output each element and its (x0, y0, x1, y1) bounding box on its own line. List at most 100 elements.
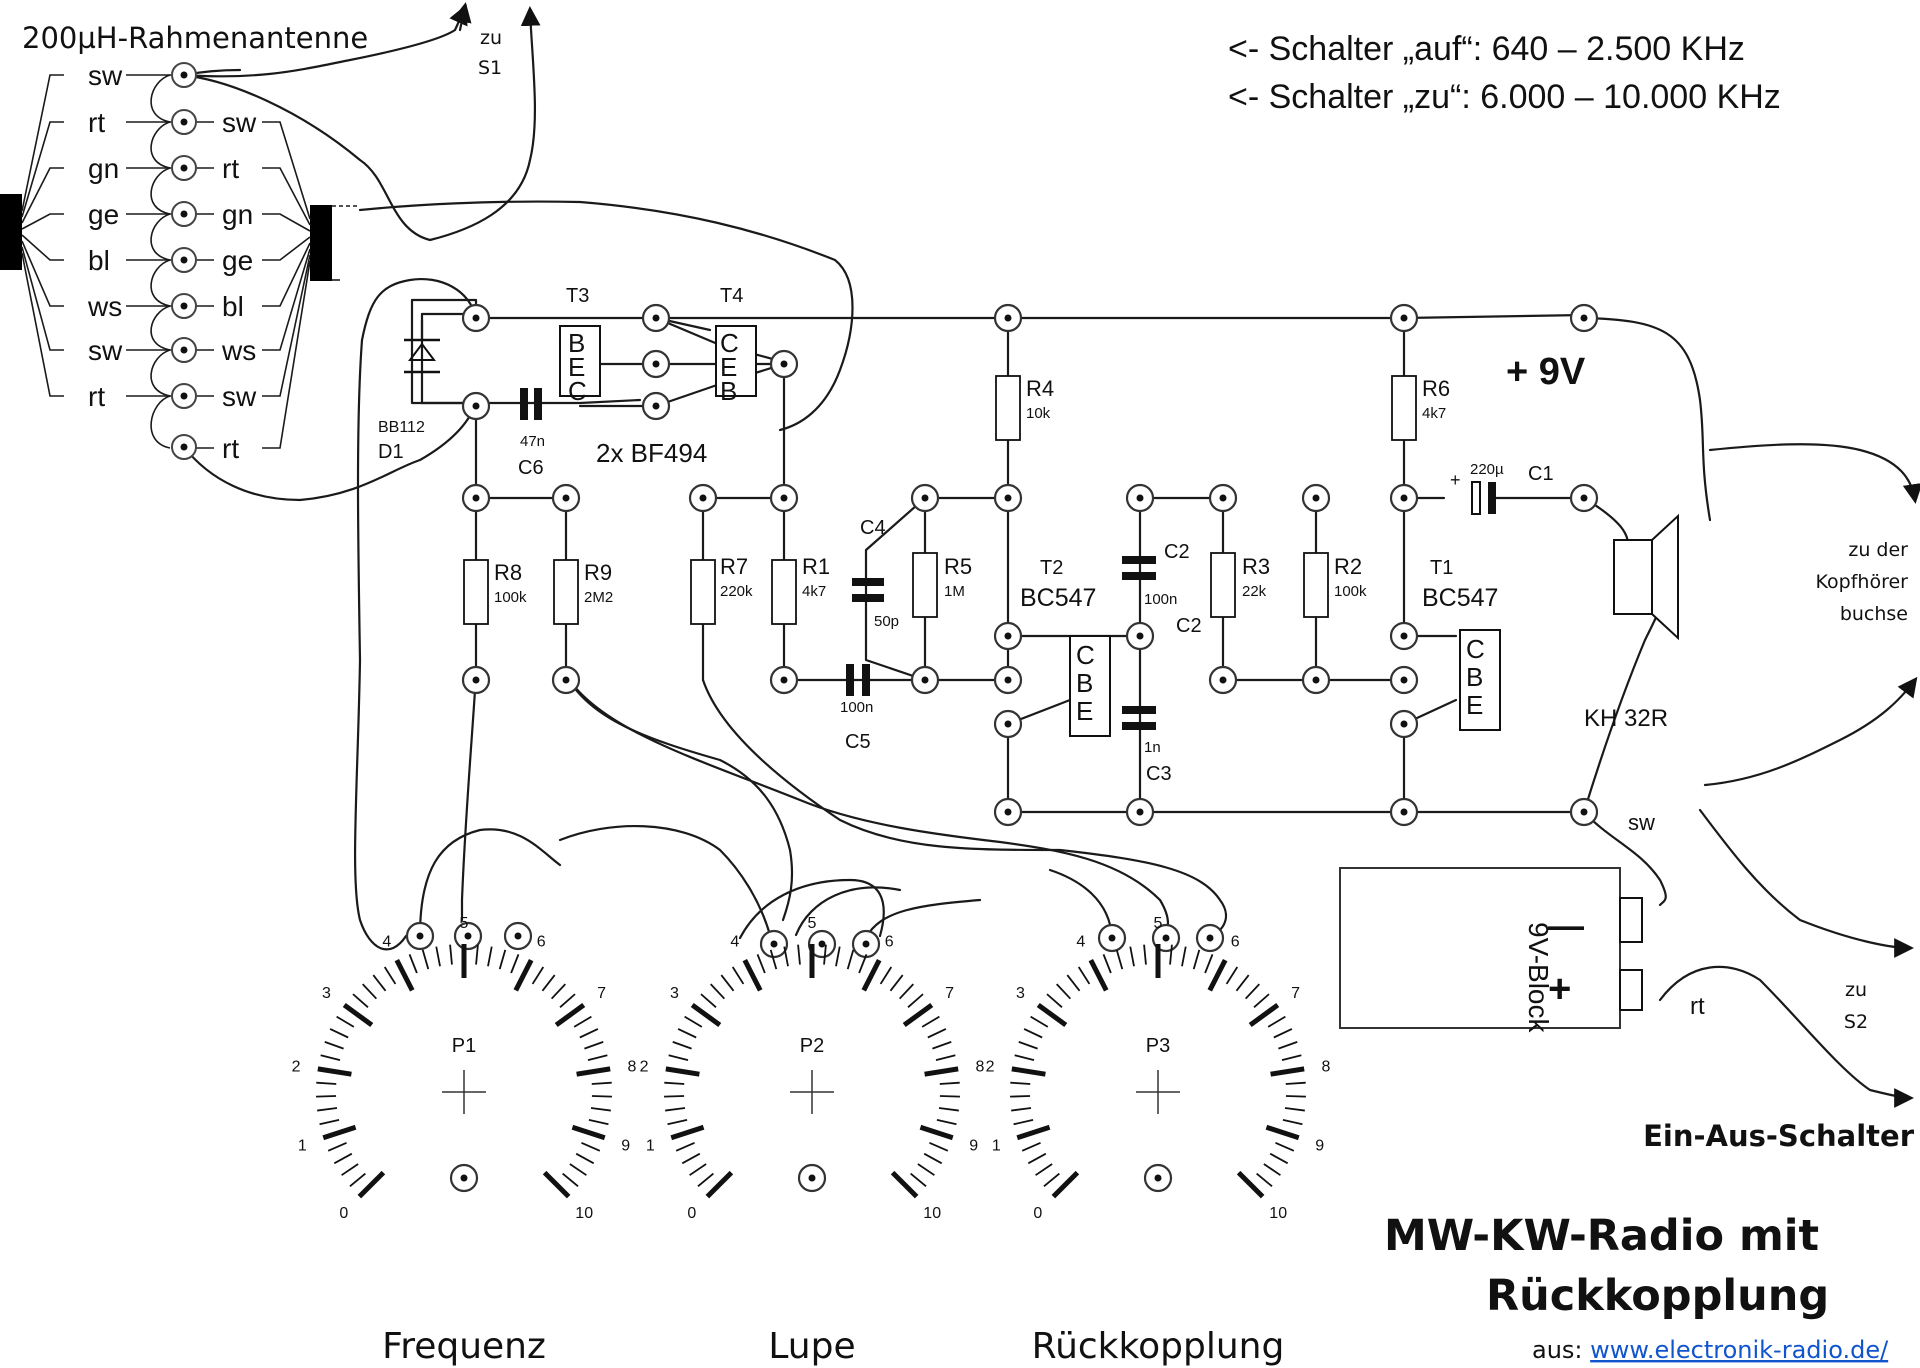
dial-major-tick (890, 1170, 919, 1199)
dial-major-tick (394, 958, 415, 992)
d1-type-label: BB112 (378, 419, 425, 436)
c6-value: 47n (520, 433, 545, 450)
dial-minor-tick (907, 993, 924, 1009)
c1-label: C1 (1528, 463, 1554, 485)
solder-pad (1389, 709, 1419, 739)
dial-wiper-dot (1154, 1174, 1162, 1182)
resistor-r2-value: 100k (1334, 583, 1367, 600)
c2-label: C2 (1164, 541, 1190, 563)
dial-minor-tick (769, 949, 778, 970)
t3-pin-0: B (568, 328, 585, 358)
capacitor-c4 (852, 578, 884, 602)
solder-pad (461, 303, 491, 333)
dial-minor-tick (1169, 944, 1173, 965)
resistor-r1-body (771, 559, 797, 625)
resistor-r3-value: 22k (1242, 583, 1267, 600)
solder-pad (993, 303, 1023, 333)
solder-pad (688, 483, 718, 513)
dial-major-tick (542, 1170, 571, 1199)
dial-minor-tick (939, 1095, 960, 1098)
potentiometer-dials: 012345678910P1Frequenz012345678910P2Lupe… (292, 915, 1331, 1367)
dial-major-tick (1236, 1170, 1265, 1199)
antenna-pad (171, 247, 197, 273)
dial-minor-tick (1267, 1015, 1286, 1028)
dial-minor-tick (1027, 1152, 1047, 1165)
t1-label: T1 (1430, 557, 1453, 579)
antenna-left-label-3: ge (88, 199, 119, 230)
dial-scale-3: 3 (1016, 985, 1025, 1002)
dial-minor-tick (797, 944, 801, 965)
transistor-t1-body (1459, 629, 1501, 731)
dial-minor-tick (665, 1107, 686, 1112)
dial-minor-tick (681, 1152, 701, 1165)
dial-scale-4: 4 (730, 934, 739, 951)
capacitor-c6 (520, 388, 542, 420)
dial-minor-tick (316, 1081, 337, 1085)
dial-minor-tick (921, 1015, 940, 1028)
dial-major-tick (924, 1066, 959, 1077)
t1-pin-labels: CBE (1466, 634, 1485, 720)
dial-minor-tick (336, 1015, 355, 1028)
dial-minor-tick (319, 1119, 340, 1126)
dial-minor-tick (435, 946, 441, 967)
dial-caption-1: Lupe (768, 1326, 855, 1367)
battery-label: 9V-Block (1523, 922, 1554, 1033)
solder-pad (807, 929, 837, 959)
solder-pad (641, 303, 671, 333)
antenna-pad (171, 62, 197, 88)
resistor-r4-body (995, 375, 1021, 441)
solder-pads (405, 303, 1599, 959)
antenna-winding (150, 213, 171, 261)
dial-minor-tick (587, 1054, 608, 1062)
dial-minor-tick (1281, 1054, 1302, 1062)
dial-major-tick (342, 1002, 374, 1028)
dial-minor-tick (591, 1081, 612, 1085)
antenna-left-label-2: gn (88, 153, 119, 184)
dial-major-tick (576, 1066, 611, 1077)
antenna-left-lead (21, 246, 64, 351)
dial-minor-tick (372, 974, 387, 992)
transistor-t2-body (1069, 635, 1111, 737)
antenna-winding (150, 121, 171, 169)
t2-pin-0: C (1076, 640, 1095, 670)
solder-pad (1301, 665, 1331, 695)
battery-plus-sign: + (1548, 967, 1571, 1011)
antenna-left-label-0: sw (88, 60, 123, 91)
antenna-right-lead (262, 248, 311, 351)
power-switch-label: Ein-Aus-Schalter (1643, 1119, 1915, 1153)
headphone-jack-label: zu der Kopfhörer buchse (1816, 539, 1909, 625)
solder-pad (461, 391, 491, 421)
antenna-pad (171, 383, 197, 409)
switch-closed-note: <- Schalter „zu“: 6.000 – 10.000 KHz (1228, 78, 1781, 116)
antenna-left-label-6: sw (88, 335, 123, 366)
t2-type: BC547 (1020, 584, 1096, 612)
dial-minor-tick (1285, 1081, 1306, 1085)
antenna-winding (150, 167, 171, 215)
t3-pin-labels: BEC (568, 328, 587, 406)
antenna-right-lead (262, 260, 311, 449)
dial-minor-tick (835, 946, 841, 967)
solder-pad (993, 483, 1023, 513)
dial-major-tick (317, 1066, 352, 1077)
dial-scale-8: 8 (975, 1058, 984, 1075)
dial-minor-tick (697, 1172, 714, 1188)
dial-scale-1: 1 (992, 1138, 1001, 1155)
dial-minor-tick (362, 983, 378, 1000)
capacitor-c1 (1471, 481, 1496, 515)
dial-minor-tick (475, 944, 479, 965)
resistor-r9-label: R9 (584, 560, 612, 585)
dial-minor-tick (1018, 1041, 1038, 1050)
dial-minor-tick (1285, 1095, 1306, 1098)
dial-major-tick (571, 1124, 606, 1141)
resistor-r5-label: R5 (944, 554, 972, 579)
to-s2-line1: zu (1845, 979, 1867, 1001)
dial-minor-tick (320, 1054, 341, 1062)
dial-major-tick (665, 1066, 700, 1077)
dial-scale-3: 3 (670, 985, 679, 1002)
t2-pin-2: E (1076, 696, 1093, 726)
source-link[interactable]: www.electronik-radio.de/ (1590, 1336, 1889, 1364)
solder-pad (1569, 303, 1599, 333)
dial-minor-tick (588, 1119, 609, 1126)
